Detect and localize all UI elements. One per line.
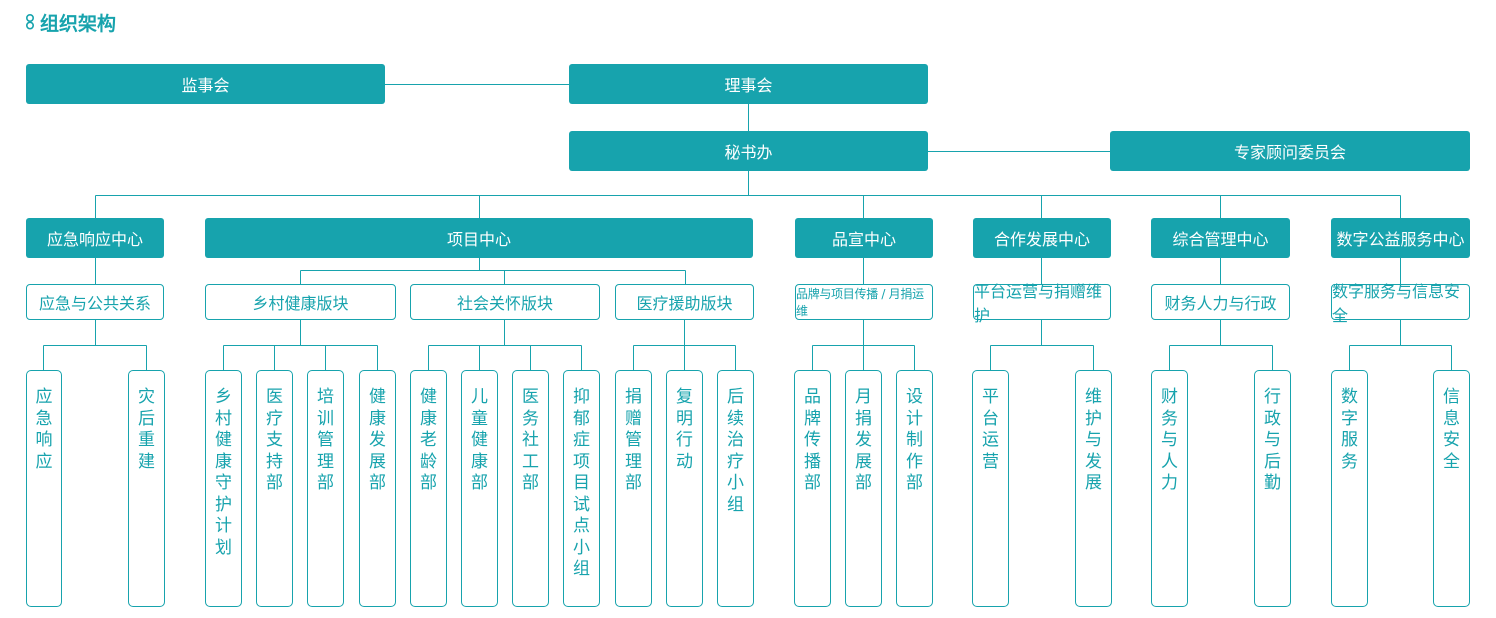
department-label: 维护与发展 bbox=[1085, 387, 1102, 493]
department-node: 捐赠管理部 bbox=[615, 370, 652, 607]
department-node: 医务社工部 bbox=[512, 370, 549, 607]
department-label: 医疗支持部 bbox=[266, 387, 283, 493]
department-node: 培训管理部 bbox=[307, 370, 344, 607]
center-node: 项目中心 bbox=[205, 218, 753, 258]
department-node: 医疗支持部 bbox=[256, 370, 293, 607]
block-node: 医疗援助版块 bbox=[615, 284, 754, 320]
department-node: 财务与人力 bbox=[1151, 370, 1188, 607]
secretariat-node: 秘书办 bbox=[569, 131, 928, 171]
page-title: 组织架构 bbox=[24, 8, 116, 36]
department-label: 培训管理部 bbox=[317, 387, 334, 493]
center-node: 品宣中心 bbox=[795, 218, 933, 258]
department-node: 复明行动 bbox=[666, 370, 703, 607]
expert-committee-node: 专家顾问委员会 bbox=[1110, 131, 1470, 171]
department-node: 健康老龄部 bbox=[410, 370, 447, 607]
department-node: 乡村健康守护计划 bbox=[205, 370, 242, 607]
department-label: 行政与后勤 bbox=[1264, 387, 1281, 493]
department-node: 抑郁症项目试点小组 bbox=[563, 370, 600, 607]
department-label: 信息安全 bbox=[1443, 387, 1460, 472]
block-node: 乡村健康版块 bbox=[205, 284, 396, 320]
department-label: 抑郁症项目试点小组 bbox=[573, 387, 590, 579]
department-node: 品牌传播部 bbox=[794, 370, 831, 607]
department-label: 月捐发展部 bbox=[855, 387, 872, 493]
department-label: 乡村健康守护计划 bbox=[215, 387, 232, 558]
department-node: 信息安全 bbox=[1433, 370, 1470, 607]
department-label: 健康老龄部 bbox=[420, 387, 437, 493]
department-label: 健康发展部 bbox=[369, 387, 386, 493]
department-label: 品牌传播部 bbox=[804, 387, 821, 493]
department-node: 设计制作部 bbox=[896, 370, 933, 607]
department-node: 健康发展部 bbox=[359, 370, 396, 607]
block-node: 数字服务与信息安全 bbox=[1331, 282, 1470, 325]
department-node: 行政与后勤 bbox=[1254, 370, 1291, 607]
supervisory-board-node: 监事会 bbox=[26, 64, 385, 104]
block-node: 财务人力与行政 bbox=[1151, 284, 1290, 320]
center-node: 合作发展中心 bbox=[973, 218, 1111, 258]
department-node: 后续治疗小组 bbox=[717, 370, 754, 607]
department-node: 数字服务 bbox=[1331, 370, 1368, 607]
department-node: 儿童健康部 bbox=[461, 370, 498, 607]
department-node: 灾后重建 bbox=[128, 370, 165, 607]
block-node: 平台运营与捐赠维护 bbox=[973, 282, 1111, 325]
department-label: 数字服务 bbox=[1341, 387, 1358, 472]
department-label: 捐赠管理部 bbox=[625, 387, 642, 493]
department-label: 设计制作部 bbox=[906, 387, 923, 493]
department-node: 维护与发展 bbox=[1075, 370, 1112, 607]
department-label: 复明行动 bbox=[676, 387, 693, 472]
block-node: 社会关怀版块 bbox=[410, 284, 600, 320]
department-node: 月捐发展部 bbox=[845, 370, 882, 607]
block-node: 应急与公共关系 bbox=[26, 284, 164, 320]
linked-rings-icon bbox=[24, 12, 36, 32]
department-node: 应急响应 bbox=[26, 370, 62, 607]
block-node: 品牌与项目传播 / 月捐运维 bbox=[795, 284, 933, 320]
center-node: 应急响应中心 bbox=[26, 218, 164, 258]
department-label: 医务社工部 bbox=[522, 387, 539, 493]
center-node: 综合管理中心 bbox=[1151, 218, 1290, 258]
department-label: 应急响应 bbox=[35, 387, 53, 472]
department-label: 财务与人力 bbox=[1161, 387, 1178, 493]
center-node: 数字公益服务中心 bbox=[1331, 218, 1470, 258]
department-node: 平台运营 bbox=[972, 370, 1009, 607]
department-label: 后续治疗小组 bbox=[727, 387, 744, 515]
department-label: 灾后重建 bbox=[138, 387, 155, 472]
page-title-text: 组织架构 bbox=[40, 12, 117, 35]
department-label: 平台运营 bbox=[982, 387, 999, 472]
department-label: 儿童健康部 bbox=[471, 387, 488, 493]
council-node: 理事会 bbox=[569, 64, 928, 104]
